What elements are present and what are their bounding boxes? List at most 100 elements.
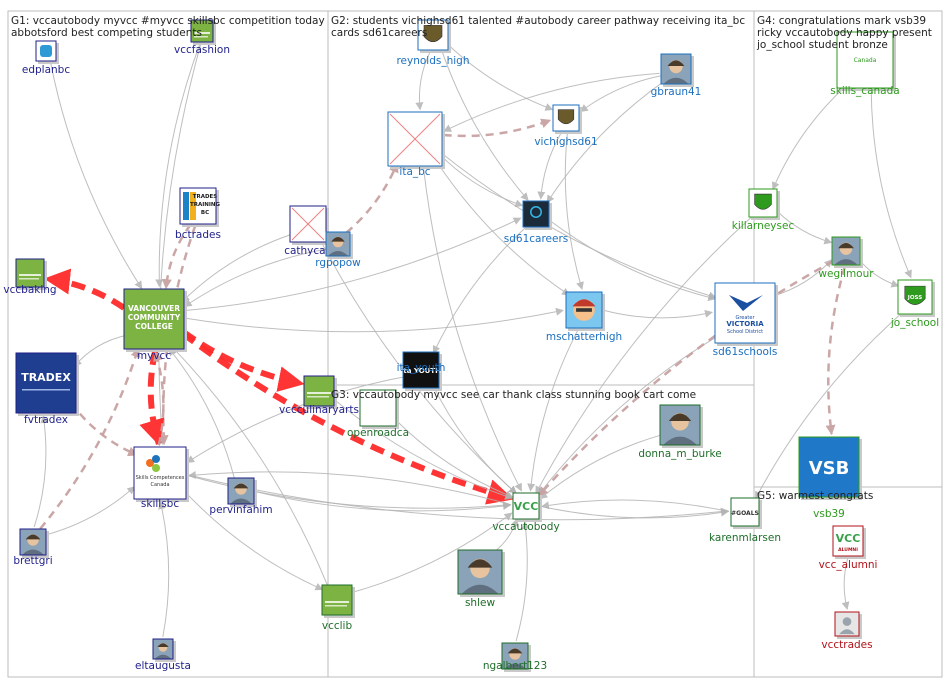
- node-label-openroadca: openroadca: [347, 427, 409, 439]
- edge-sd61careers-to-ita_youth: [432, 225, 528, 355]
- node-frame: [387, 111, 443, 167]
- logo-text: COLLEGE: [135, 322, 173, 331]
- user-photo-icon: [458, 550, 502, 594]
- node-vccbaking[interactable]: vccbaking: [3, 258, 57, 296]
- node-pervinfahim[interactable]: pervinfahim: [209, 477, 273, 516]
- node-vichighsd61[interactable]: vichighsd61: [534, 104, 598, 148]
- edge-fvtradex-to-skillsbc: [70, 402, 139, 457]
- node-frame: [831, 236, 861, 266]
- node-shlew[interactable]: shlew: [457, 549, 505, 609]
- node-label-vcctrades: vcctrades: [821, 639, 872, 651]
- node-label-brettgri: brettgri: [13, 555, 52, 567]
- node-frame: [714, 282, 776, 344]
- logo-text: #GOALS: [731, 510, 759, 517]
- node-vcctrades[interactable]: vcctrades: [821, 611, 873, 651]
- group-title-g4: G4: congratulations mark vsb39 ricky vcc…: [756, 15, 935, 51]
- logo-text: VCC: [514, 500, 539, 513]
- node-reynolds_high[interactable]: reynolds_high: [396, 19, 470, 67]
- node-vccculinaryarts[interactable]: vccculinaryarts: [279, 375, 359, 416]
- user-photo-icon: [832, 237, 860, 265]
- dark-logo-icon: [523, 201, 549, 227]
- node-edplanbc[interactable]: edplanbc: [22, 40, 70, 76]
- edge-brettgri-to-fvtradex: [33, 414, 49, 528]
- edge-mschatterhigh-to-sd61schools: [603, 309, 713, 319]
- edge-openroadca-to-vccautobody: [394, 418, 514, 499]
- node-frame: [512, 492, 540, 520]
- vcc-green-logo-icon: [191, 20, 213, 42]
- group-title-g1: G1: vccautobody myvcc #myvcc skillsbc co…: [11, 15, 328, 39]
- edge-vccfashion-to-skillsbc: [158, 43, 202, 446]
- node-ita_bc[interactable]: ita_bc: [387, 111, 445, 178]
- node-label-edplanbc: edplanbc: [22, 64, 70, 76]
- node-ngalbert123[interactable]: ngalbert123: [483, 642, 547, 672]
- edge-vcclib-to-vccautobody: [352, 512, 513, 593]
- edge-rgpopow-to-myvcc: [183, 248, 326, 308]
- node-frame: [659, 404, 701, 446]
- node-cathycav[interactable]: cathycav: [284, 205, 332, 257]
- node-label-ita_youth: ita_youth: [397, 362, 446, 374]
- tradex-logo-icon: TRADEX: [16, 353, 76, 413]
- edge-cathycav-to-myvcc: [181, 234, 292, 303]
- logo-text: VICTORIA: [726, 320, 764, 328]
- node-brettgri[interactable]: brettgri: [13, 528, 53, 567]
- node-label-skills_canada: skills_canada: [830, 85, 899, 97]
- node-openroadca[interactable]: openroadca: [347, 389, 409, 439]
- edge-wegilmour-to-vsb39: [825, 266, 846, 436]
- node-label-donna_m_burke: donna_m_burke: [638, 448, 721, 460]
- group-title-g5: G5: warmest congrats: [757, 490, 873, 502]
- node-frame: [190, 19, 214, 43]
- logo-text: JOSS: [907, 295, 922, 301]
- node-sd61careers[interactable]: sd61careers: [504, 200, 569, 245]
- edge-skills_canada-to-killarneysec: [771, 84, 848, 191]
- node-label-eltaugusta: eltaugusta: [135, 660, 191, 672]
- node-eltaugusta[interactable]: eltaugusta: [135, 638, 191, 672]
- node-label-vcclib: vcclib: [322, 620, 353, 632]
- edge-ita_bc-to-sd61schools: [440, 152, 717, 300]
- node-frame: [748, 188, 778, 218]
- edge-ita_youth-to-vccautobody: [432, 385, 517, 494]
- edge-ita_youth-to-skillsbc: [186, 376, 403, 463]
- logo-text: TRADES: [193, 194, 218, 200]
- group-title-g3: G3: vccautobody myvcc see car thank clas…: [331, 389, 696, 401]
- node-frame: [897, 279, 933, 315]
- node-wegilmour[interactable]: wegilmour: [818, 236, 874, 280]
- edges-layer: [33, 43, 912, 642]
- user-photo-icon: [660, 405, 700, 445]
- school-crest-icon: JOSS: [898, 280, 932, 314]
- node-rgpopow[interactable]: rgpopow: [315, 231, 361, 269]
- node-label-vsb39: vsb39: [813, 508, 845, 520]
- edge-karenmlarsen-to-vccautobody: [541, 499, 730, 513]
- edge-myvcc-to-skillsbc: [139, 350, 165, 446]
- node-donna_m_burke[interactable]: donna_m_burke: [638, 404, 722, 460]
- node-killarneysec[interactable]: killarneysec: [732, 188, 795, 232]
- node-frame: [227, 477, 255, 505]
- node-frame: [152, 638, 174, 660]
- edge-ita_bc-to-sd61careers: [439, 153, 524, 208]
- node-frame: [836, 31, 894, 89]
- edge-vccautobody-to-karenmlarsen: [540, 505, 729, 519]
- nodes-layer: edplanbc vccfashionTRADESTRAININGBCbctrad…: [3, 19, 939, 672]
- group-title-g2: G2: students vichighsd61 talented #autob…: [331, 15, 748, 39]
- node-frame: [552, 104, 580, 132]
- node-vccfashion[interactable]: vccfashion: [174, 19, 230, 56]
- node-gbraun41[interactable]: gbraun41: [651, 53, 702, 98]
- node-label-mschatterhigh: mschatterhigh: [546, 331, 622, 343]
- edge-myvcc-to-vccculinaryarts: [181, 329, 305, 392]
- node-label-fvtradex: fvtradex: [24, 414, 68, 426]
- node-mschatterhigh[interactable]: mschatterhigh: [546, 291, 622, 343]
- edge-ita_bc-to-mschatterhigh: [434, 159, 571, 296]
- node-vcclib[interactable]: vcclib: [321, 584, 355, 632]
